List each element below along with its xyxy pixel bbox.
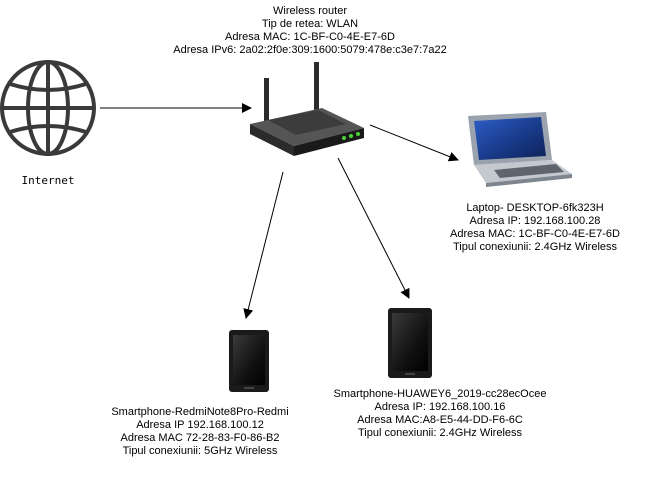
- laptop-label: Laptop- DESKTOP-6fk323H Adresa IP: 192.1…: [430, 202, 640, 254]
- huawei-label-line: Tipul conexiunii: 2.4GHz Wireless: [357, 427, 523, 439]
- internet-label: Internet: [21, 174, 75, 187]
- arrow-router-to-huawei: [337, 157, 410, 299]
- arrow-router-to-laptop: [369, 124, 459, 162]
- huawei-label-line: Adresa MAC:A8-E5-44-DD-F6-6C: [357, 414, 523, 426]
- huawei-label: Smartphone-HUAWEY6_2019-cc28ecOcee Adres…: [320, 388, 560, 440]
- huawei-label-line: Adresa IP: 192.168.100.16: [374, 401, 506, 413]
- laptop-label-line: Adresa IP: 192.168.100.28: [469, 215, 601, 227]
- wireless-router-icon: [250, 62, 364, 156]
- laptop-label-line: Laptop- DESKTOP-6fk323H: [466, 202, 604, 214]
- redmi-label-line: Adresa MAC 72-28-83-F0-86-B2: [120, 432, 280, 444]
- router-label-line: Wireless router: [273, 5, 347, 17]
- redmi-label-line: Tipul conexiunii: 5GHz Wireless: [122, 445, 278, 457]
- laptop-label-line: Adresa MAC: 1C-BF-C0-4E-E7-6D: [450, 228, 620, 240]
- laptop-label-line: Tipul conexiunii: 2.4GHz Wireless: [452, 241, 618, 253]
- redmi-label-line: Adresa IP 192.168.100.12: [136, 419, 264, 431]
- huawei-label-line: Smartphone-HUAWEY6_2019-cc28ecOcee: [333, 388, 547, 400]
- globe-icon: [0, 60, 96, 156]
- router-label-line: Adresa IPv6: 2a02:2f0e:309:1600:5079:478…: [173, 44, 447, 56]
- smartphone-icon-huawei: [388, 308, 432, 378]
- router-label-line: Adresa MAC: 1C-BF-C0-4E-E7-6D: [225, 31, 395, 43]
- router-label-line: Tip de retea: WLAN: [261, 18, 359, 30]
- redmi-label-line: Smartphone-RedmiNote8Pro-Redmi: [111, 406, 289, 418]
- laptop-icon: [468, 112, 572, 187]
- arrow-router-to-redmi: [243, 171, 284, 319]
- router-label: Wireless router Tip de retea: WLAN Adres…: [120, 5, 500, 57]
- smartphone-icon-redmi: [229, 330, 269, 392]
- redmi-label: Smartphone-RedmiNote8Pro-Redmi Adresa IP…: [90, 406, 310, 458]
